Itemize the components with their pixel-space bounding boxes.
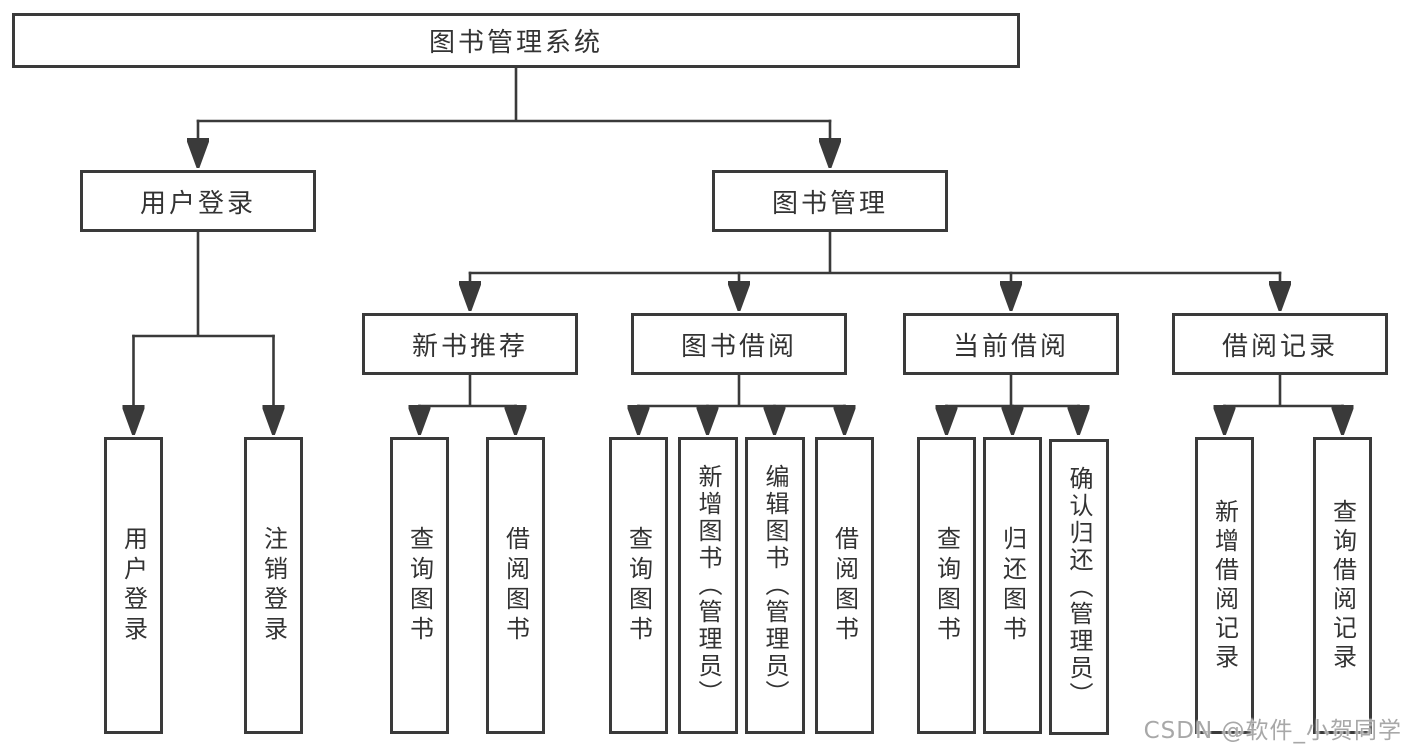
leaf-login-user-login: 用户登录 bbox=[104, 437, 163, 734]
edge-user-login-to-leaves bbox=[134, 230, 274, 431]
node-book-borrow: 图书借阅 bbox=[631, 313, 847, 375]
node-new-book-recommend: 新书推荐 bbox=[362, 313, 578, 375]
edge-new-book-recommend-to-leaves bbox=[420, 373, 516, 431]
leaf-records-query-record: 查询借阅记录 bbox=[1313, 437, 1372, 734]
node-borrow-records: 借阅记录 bbox=[1172, 313, 1388, 375]
leaf-current-confirm-return-admin: 确认归还（管理员） bbox=[1049, 439, 1109, 735]
edge-borrow-records-to-leaves bbox=[1225, 373, 1343, 431]
leaf-borrow-add-books-admin: 新增图书（管理员） bbox=[678, 437, 738, 734]
node-root-library-system: 图书管理系统 bbox=[12, 13, 1020, 68]
edge-root-to-level2 bbox=[198, 66, 830, 164]
edge-book-management-to-level3 bbox=[470, 230, 1280, 307]
leaf-current-query-books: 查询图书 bbox=[917, 437, 976, 734]
leaf-login-logout: 注销登录 bbox=[244, 437, 303, 734]
edge-current-borrow-to-leaves bbox=[947, 373, 1079, 431]
edge-book-borrow-to-leaves bbox=[639, 373, 845, 431]
node-current-borrow: 当前借阅 bbox=[903, 313, 1119, 375]
leaf-current-return-books: 归还图书 bbox=[983, 437, 1042, 734]
node-book-management: 图书管理 bbox=[712, 170, 948, 232]
leaf-borrow-borrow-books: 借阅图书 bbox=[815, 437, 874, 734]
node-user-login: 用户登录 bbox=[80, 170, 316, 232]
leaf-recommend-borrow-books: 借阅图书 bbox=[486, 437, 545, 734]
csdn-watermark: CSDN @软件_小贺同学 bbox=[1143, 718, 1402, 744]
leaf-borrow-query-books: 查询图书 bbox=[609, 437, 668, 734]
leaf-borrow-edit-books-admin: 编辑图书（管理员） bbox=[745, 437, 805, 734]
leaf-recommend-query-books: 查询图书 bbox=[390, 437, 449, 734]
leaf-records-add-record: 新增借阅记录 bbox=[1195, 437, 1254, 734]
